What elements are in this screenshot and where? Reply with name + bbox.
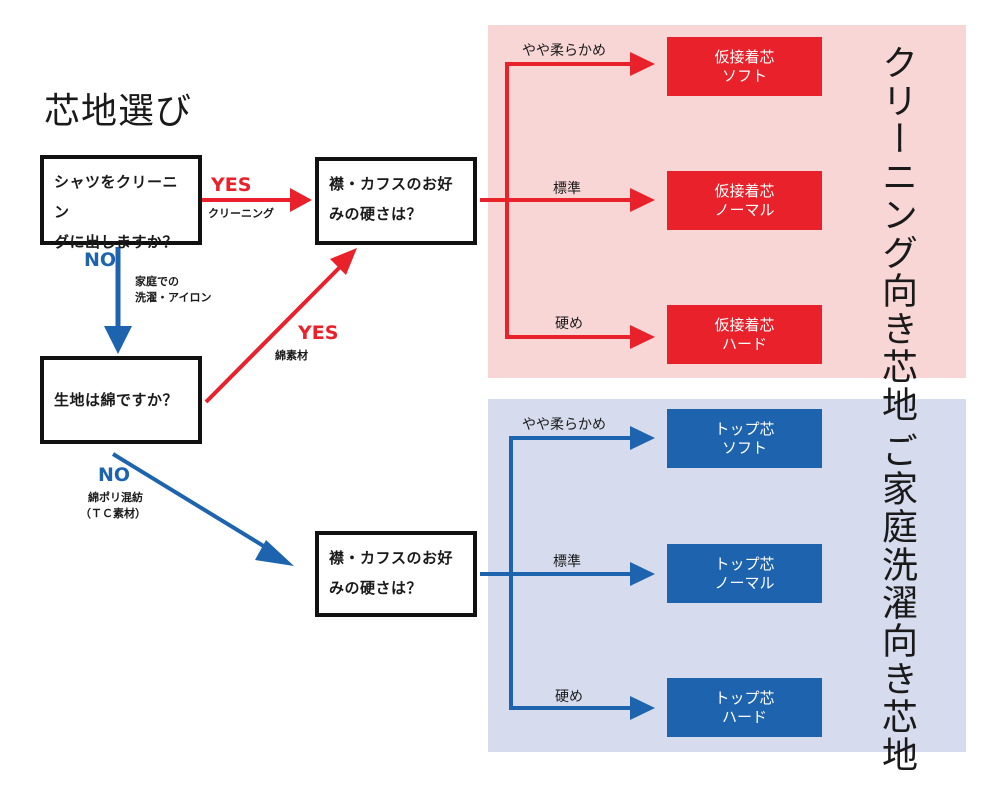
choice-soft-red: やや柔らかめ bbox=[522, 43, 606, 59]
arrowhead-blue-soft bbox=[630, 426, 655, 450]
yes-label-cleaning: YES bbox=[211, 174, 252, 196]
result-temp-fusible-normal: 仮接着芯 ノーマル bbox=[667, 171, 822, 230]
arrowhead-red-hard bbox=[630, 325, 655, 349]
choice-normal-red: 標準 bbox=[553, 181, 581, 197]
arrowhead-no-blend bbox=[255, 540, 294, 566]
yes-label-cotton: YES bbox=[298, 322, 339, 344]
question-collar-stiffness-cleaning: 襟・カフスのお好 みの硬さは？ bbox=[315, 157, 477, 245]
choice-soft-blue: やや柔らかめ bbox=[522, 417, 606, 433]
arrowhead-yes-cotton bbox=[330, 248, 357, 275]
yes-sub-cotton: 綿素材 bbox=[275, 349, 308, 362]
result-temp-fusible-hard: 仮接着芯 ハード bbox=[667, 305, 822, 364]
result-top-interlining-normal: トップ芯 ノーマル bbox=[667, 544, 822, 603]
result-line: 仮接着芯 bbox=[714, 181, 775, 200]
arrowhead-blue-hard bbox=[630, 696, 655, 720]
no-label-blend: NO bbox=[98, 464, 131, 486]
no-sub-blend-2: （ＴＣ素材） bbox=[80, 507, 146, 520]
question-send-to-cleaning: シャツをクリーニン グに出しますか？ bbox=[40, 155, 202, 251]
question-line: みの硬さは？ bbox=[329, 579, 423, 597]
result-line: ノーマル bbox=[714, 200, 775, 219]
no-sub-home-wash-2: 洗濯・アイロン bbox=[135, 291, 212, 304]
arrowhead-no-home-wash bbox=[104, 326, 132, 354]
question-line: みの硬さは？ bbox=[329, 205, 423, 223]
no-label-home-wash: NO bbox=[84, 249, 117, 271]
question-line: シャツをクリーニン bbox=[54, 173, 179, 221]
no-sub-blend-1: 綿ポリ混紡 bbox=[88, 491, 143, 504]
arrow-no-blend bbox=[111, 452, 277, 555]
question-fabric-cotton: 生地は綿ですか？ bbox=[40, 356, 202, 444]
result-line: ソフト bbox=[721, 66, 767, 85]
result-line: トップ芯 bbox=[714, 688, 775, 707]
choice-hard-blue: 硬め bbox=[555, 689, 583, 705]
yes-sub-cleaning: クリーニング bbox=[208, 207, 274, 220]
question-line: 襟・カフスのお好 bbox=[329, 175, 454, 193]
question-collar-stiffness-home: 襟・カフスのお好 みの硬さは？ bbox=[315, 531, 477, 617]
result-line: トップ芯 bbox=[714, 554, 775, 573]
arrowhead-blue-normal bbox=[630, 562, 655, 586]
page-title: 芯地選び bbox=[44, 91, 193, 132]
result-line: ノーマル bbox=[714, 573, 775, 592]
result-top-interlining-hard: トップ芯 ハード bbox=[667, 678, 822, 737]
no-sub-home-wash-1: 家庭での bbox=[135, 275, 179, 288]
result-line: トップ芯 bbox=[714, 419, 775, 438]
result-line: ハード bbox=[721, 334, 767, 353]
cleaning-group-title: クリーニング向き芯地 bbox=[876, 44, 917, 424]
question-line: 生地は綿ですか？ bbox=[54, 391, 179, 409]
question-line: グに出しますか？ bbox=[54, 233, 179, 251]
arrowhead-yes-cleaning bbox=[290, 188, 312, 212]
result-temp-fusible-soft: 仮接着芯 ソフト bbox=[667, 37, 822, 96]
choice-normal-blue: 標準 bbox=[553, 554, 581, 570]
arrow-yes-cotton bbox=[204, 262, 345, 404]
question-line: 襟・カフスのお好 bbox=[329, 549, 454, 567]
result-line: 仮接着芯 bbox=[714, 315, 775, 334]
home-wash-group-title: ご家庭洗濯向き芯地 bbox=[876, 432, 917, 774]
result-top-interlining-soft: トップ芯 ソフト bbox=[667, 409, 822, 468]
choice-hard-red: 硬め bbox=[555, 316, 583, 332]
arrowhead-red-normal bbox=[630, 188, 655, 212]
result-line: ソフト bbox=[721, 438, 767, 457]
result-line: 仮接着芯 bbox=[714, 47, 775, 66]
arrowhead-red-soft bbox=[630, 52, 655, 76]
result-line: ハード bbox=[721, 707, 767, 726]
